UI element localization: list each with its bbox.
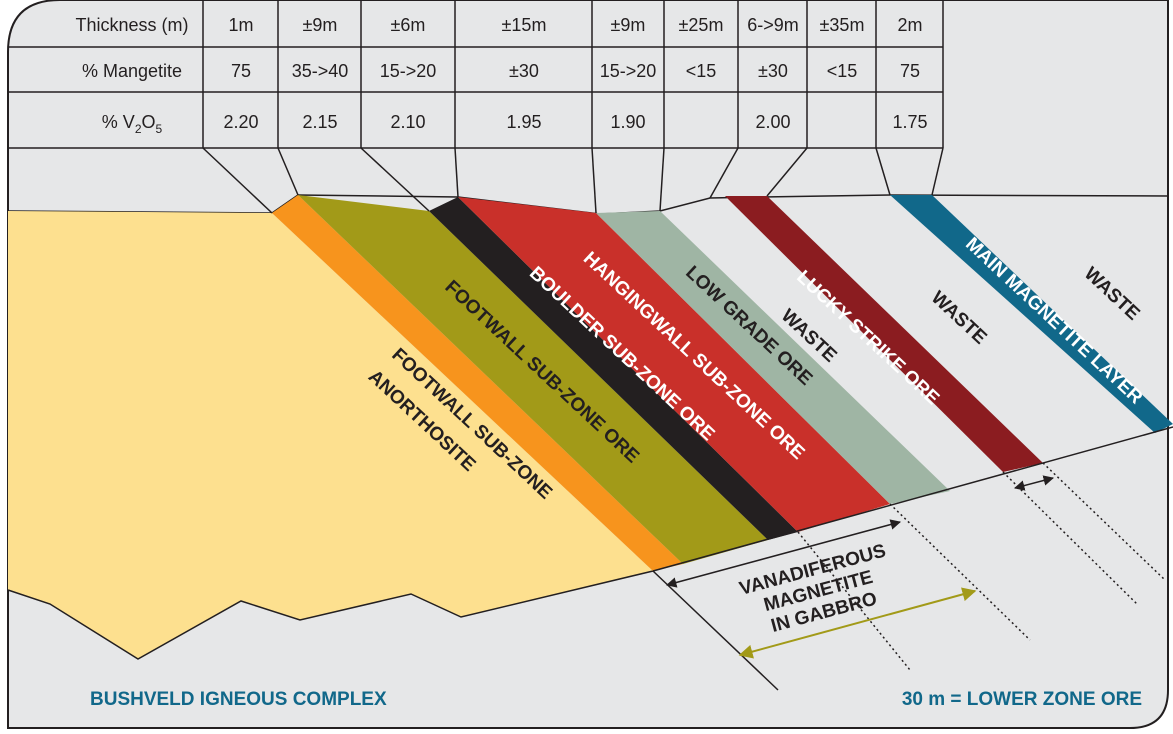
table-cell: 2.00 — [755, 112, 790, 132]
table-row-label: % V2O5 — [102, 112, 163, 136]
table-cell: 15->20 — [380, 61, 437, 81]
table-cell: ±9m — [303, 15, 338, 35]
table-cell: ±25m — [679, 15, 724, 35]
table-cell: ±6m — [391, 15, 426, 35]
table-cell: 2m — [897, 15, 922, 35]
hangingwall-band — [458, 197, 890, 532]
anorthosite-base — [7, 570, 654, 660]
lower-zone-arrow — [738, 587, 977, 659]
table-cell: 1.90 — [610, 112, 645, 132]
table-cell: 1.95 — [506, 112, 541, 132]
lower-zone-label: 30 m = LOWER ZONE ORE — [902, 689, 1142, 710]
table-cell: 2.15 — [302, 112, 337, 132]
table-cell: 2.20 — [223, 112, 258, 132]
table-cell: 75 — [231, 61, 251, 81]
footwall-ore-band — [298, 195, 768, 564]
table-cell: ±30 — [758, 61, 788, 81]
lucky-strike-band — [725, 196, 1043, 472]
table-cell: 1.75 — [892, 112, 927, 132]
table-cell: 15->20 — [600, 61, 657, 81]
extension-dotted — [1002, 471, 1139, 606]
low-grade-band — [596, 211, 950, 504]
table-cells: 1m ±9m ±6m ±15m ±9m ±25m 6->9m ±35m 2m 75 35->40 15… — [223, 15, 927, 132]
gabbro-width-arrow — [665, 519, 902, 588]
table-cell: ±35m — [820, 15, 865, 35]
table-cell: 2.10 — [390, 112, 425, 132]
extension-dotted — [1042, 462, 1166, 581]
anorthosite-zone — [8, 211, 653, 659]
lucky-width-arrow — [1013, 475, 1055, 491]
boulder-band — [429, 197, 798, 540]
data-table — [8, 0, 944, 214]
main-magnetite-band — [890, 195, 1173, 433]
table-cell: 35->40 — [292, 61, 349, 81]
footwall-band — [272, 195, 683, 571]
table-cell: ±30 — [509, 61, 539, 81]
table-cell: 75 — [900, 61, 920, 81]
table-cell: 1m — [228, 15, 253, 35]
table-cell: <15 — [686, 61, 717, 81]
extension-line — [652, 570, 779, 691]
bushveld-label: BUSHVELD IGNEOUS COMPLEX — [90, 689, 387, 710]
table-header: Thickness (m) — [75, 15, 188, 35]
table-cell: <15 — [827, 61, 858, 81]
table-cell: 6->9m — [747, 15, 799, 35]
table-row-label: % Mangetite — [82, 61, 182, 81]
table-cell: ±15m — [502, 15, 547, 35]
table-cell: ±9m — [611, 15, 646, 35]
